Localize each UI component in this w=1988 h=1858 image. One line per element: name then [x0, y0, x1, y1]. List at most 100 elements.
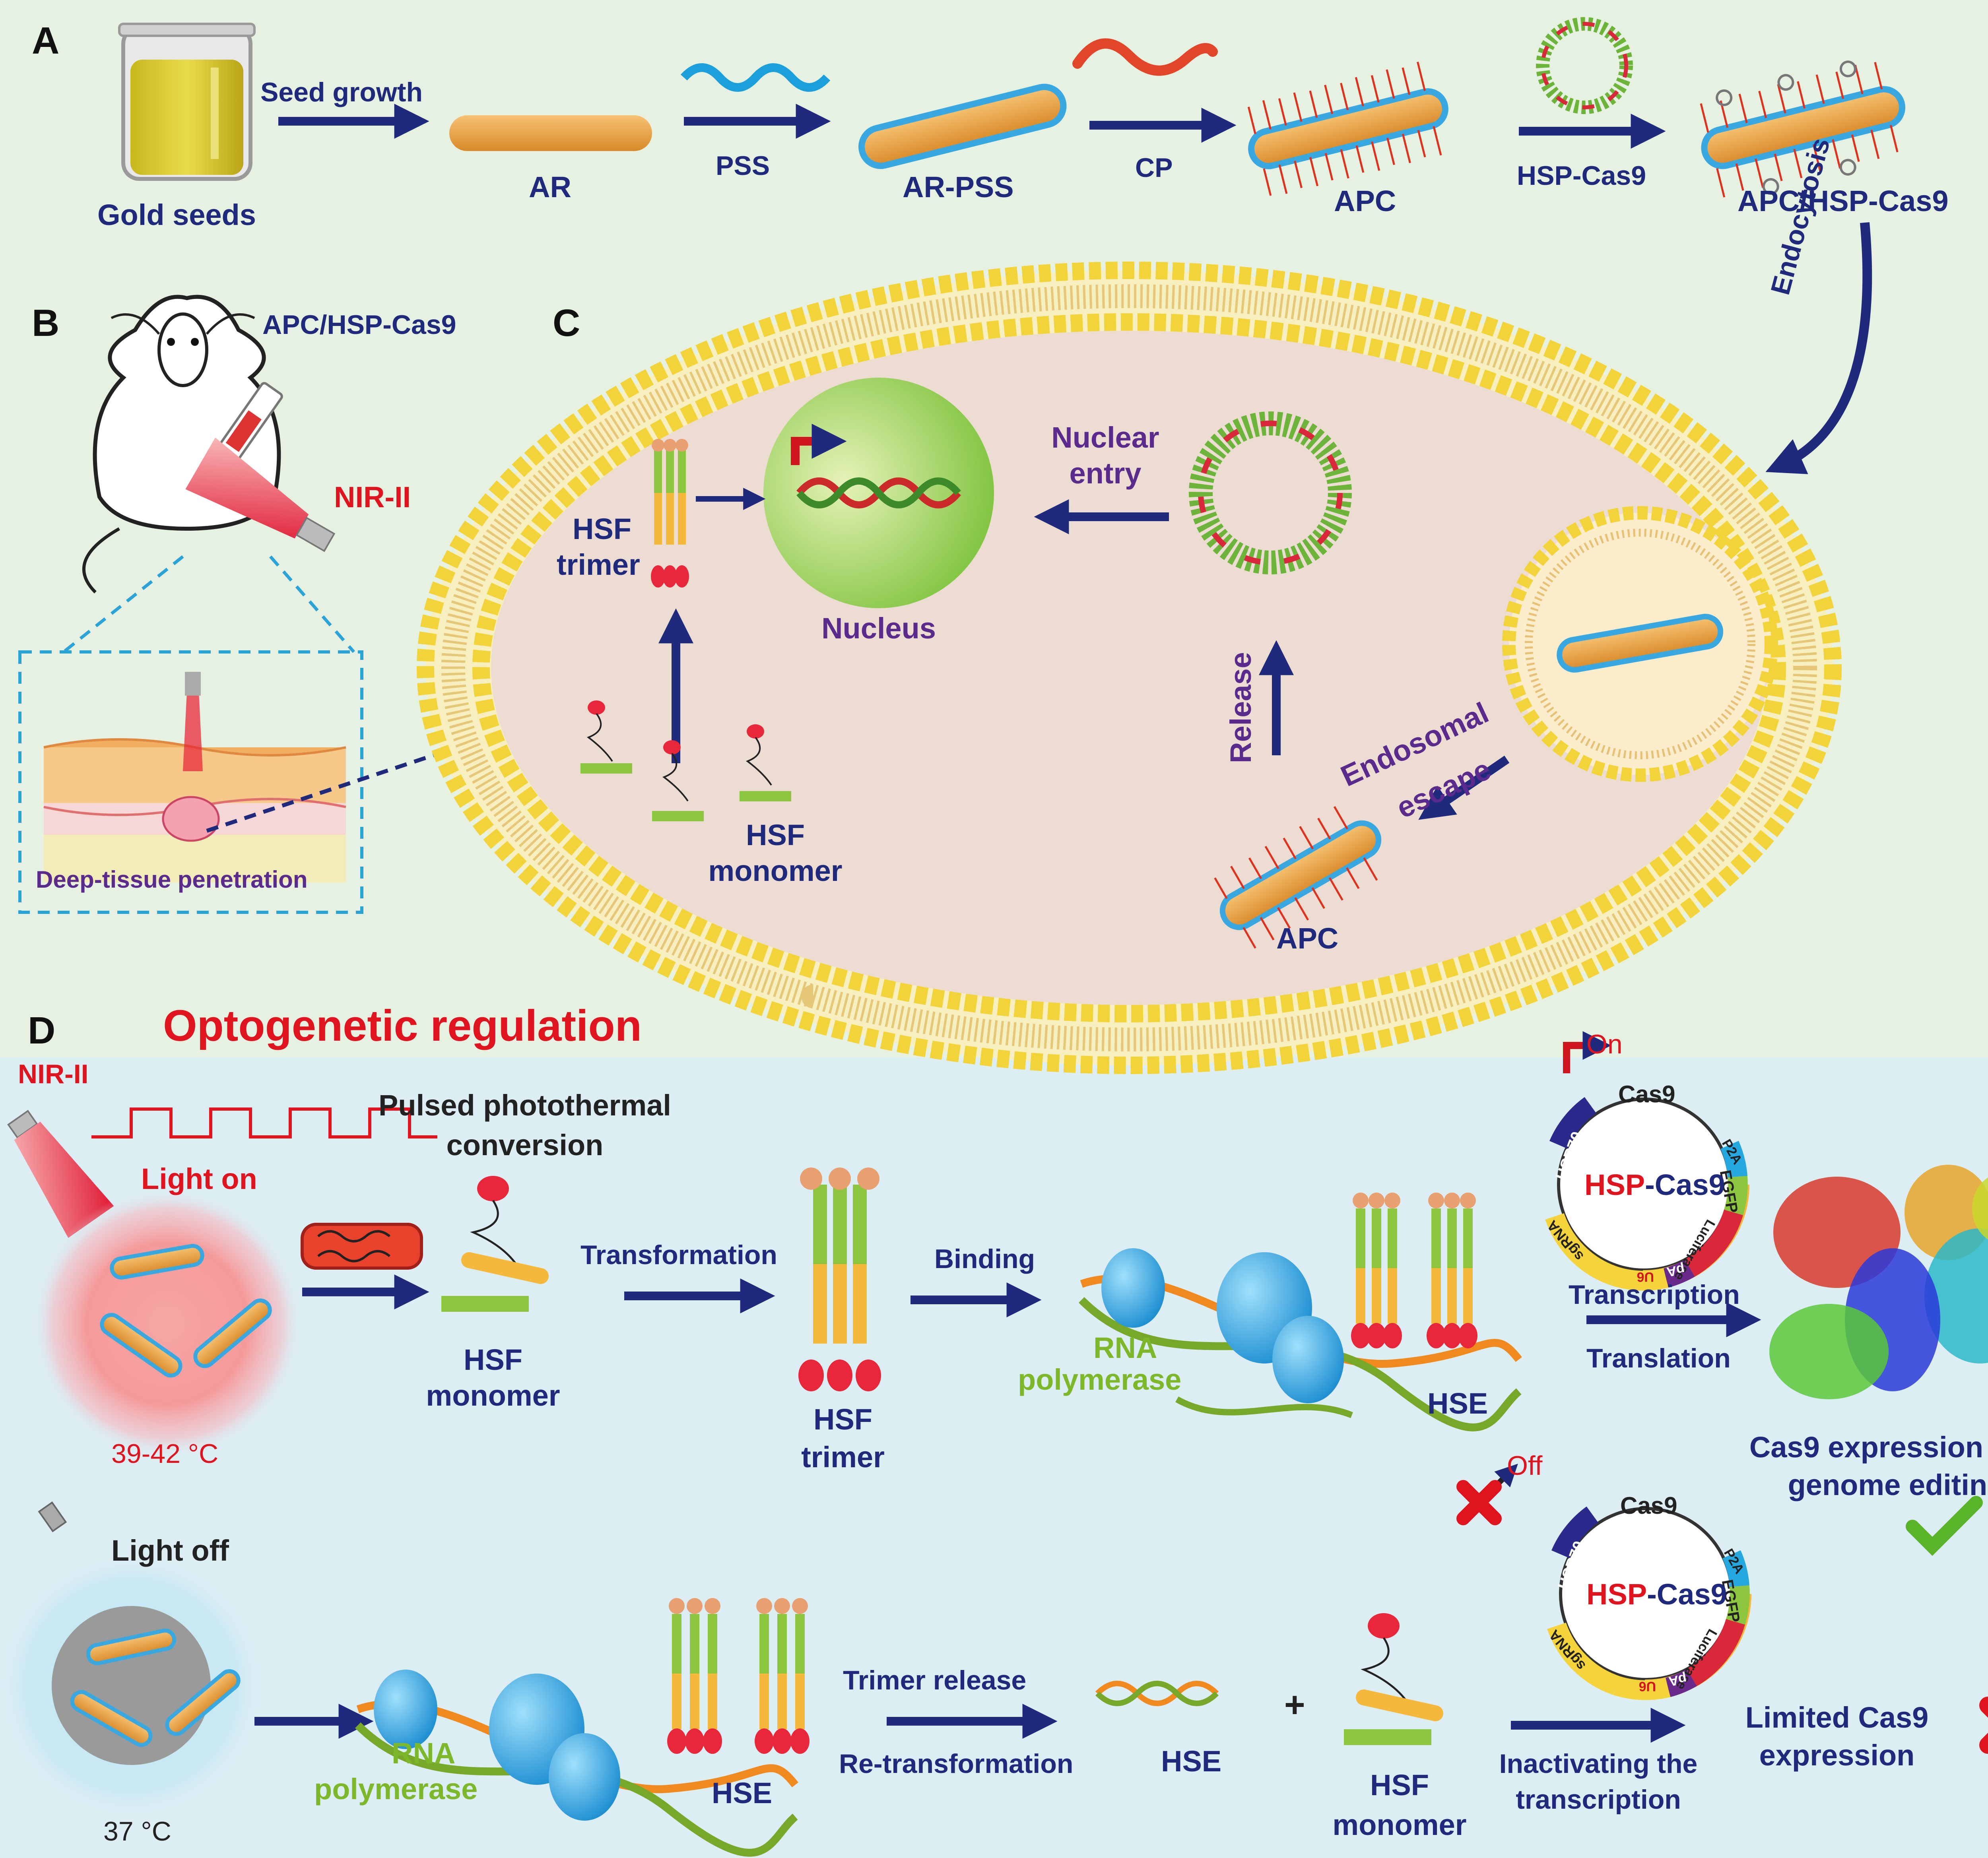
- nucleus: [763, 378, 994, 608]
- light-off-nanorods: [70, 1628, 241, 1747]
- nir-ii-label: NIR-II: [334, 481, 411, 514]
- hsf-monomer-on-label-1: HSF: [464, 1343, 522, 1376]
- hsf-trimer-on-label-2: trimer: [801, 1441, 885, 1474]
- hsf-monomers-cell: [580, 700, 791, 821]
- apc-hsp-cas9-rod: [1700, 60, 1906, 198]
- apc-rod: [1247, 62, 1448, 196]
- hsp-cas9-plasmid-cytoplasm: [1189, 411, 1352, 574]
- plasmid-on-cas9-segment: Cas9: [1618, 1081, 1675, 1107]
- hse-free-label: HSE: [1161, 1745, 1222, 1778]
- hsp-cas9-label: HSP-Cas9: [1517, 161, 1646, 191]
- escaped-apc-rod: [1214, 806, 1382, 949]
- temp-off-label: 37 °C: [103, 1816, 171, 1846]
- translation-label: Translation: [1586, 1343, 1731, 1373]
- gold-nanorod: [449, 115, 652, 151]
- hsf-monomer-label-2: monomer: [708, 854, 843, 887]
- injection-label: APC/HSP-Cas9: [262, 310, 456, 340]
- re-transformation-label: Re-transformation: [839, 1749, 1074, 1779]
- trimer-release-label: Trimer release: [843, 1665, 1027, 1695]
- ar-pss-rod: [858, 83, 1067, 169]
- apc-cell-label: APC: [1276, 922, 1339, 955]
- plasmid-off-name: HSP-Cas9: [1586, 1578, 1727, 1611]
- plus-sign: +: [1284, 1685, 1305, 1725]
- cas9-expression-label-2: genome editing: [1788, 1468, 1988, 1501]
- panel-label-d: D: [28, 1009, 56, 1052]
- hsf-trimer-label-1: HSF: [573, 512, 631, 545]
- pss-label: PSS: [716, 151, 770, 181]
- cas9-protein-structure: [1769, 1165, 1988, 1399]
- transcription-label: Transcription: [1569, 1280, 1740, 1310]
- endosomal-escape-arrow: [1418, 755, 1510, 820]
- plasmid-off-u6-segment: U6: [1639, 1679, 1656, 1694]
- seed-growth-label: Seed growth: [260, 77, 423, 107]
- release-label: Release: [1224, 652, 1257, 763]
- dna-complex-on: [1078, 1193, 1522, 1431]
- pulsed-label-1: Pulsed photothermal: [379, 1089, 671, 1122]
- rna-off-label-2: polymerase: [314, 1773, 478, 1806]
- panel-label-b: B: [32, 302, 60, 344]
- apc-hsp-cas9-label: APC/HSP-Cas9: [1738, 184, 1949, 217]
- hsf-monomer-off: [1344, 1613, 1443, 1745]
- hsf-monomer-on: [441, 1176, 549, 1312]
- dna-complex-off: [355, 1598, 810, 1857]
- hsf-monomer-off-label-2: monomer: [1332, 1808, 1467, 1841]
- optogenetic-title: Optogenetic regulation: [163, 1001, 642, 1050]
- hsf-monomer-off-label-1: HSF: [1370, 1769, 1429, 1802]
- limited-cas9-label-2: expression: [1759, 1739, 1915, 1772]
- light-on-label: Light on: [141, 1162, 257, 1195]
- check-icon: [1906, 1496, 1983, 1556]
- nir-laser-probe: [185, 437, 336, 552]
- inactivating-label-1: Inactivating the: [1499, 1749, 1698, 1779]
- off-label: Off: [1507, 1451, 1543, 1481]
- nuclear-entry-label-1: Nuclear: [1051, 421, 1159, 454]
- cas9-expression-label-1: Cas9 expression and: [1749, 1431, 1988, 1464]
- endocytosis-arrow: [1765, 222, 1872, 474]
- hsf-trimer-cell: [651, 439, 689, 588]
- light-off-label: Light off: [111, 1534, 229, 1567]
- inset-pointer-line: [206, 749, 446, 833]
- rna-on-label-2: polymerase: [1018, 1363, 1182, 1396]
- deep-tissue-label: Deep-tissue penetration: [36, 866, 308, 893]
- cp-label: CP: [1135, 153, 1173, 183]
- inactivating-label-2: transcription: [1516, 1784, 1681, 1815]
- hse-off-label: HSE: [712, 1777, 773, 1810]
- hsf-monomer-label-1: HSF: [746, 818, 805, 851]
- ar-pss-label: AR-PSS: [903, 171, 1014, 204]
- plasmid-on-pa-segment: pA: [1665, 1261, 1686, 1280]
- gold-seeds-label: Gold seeds: [97, 198, 256, 231]
- rna-off-label-1: RNA: [392, 1737, 456, 1770]
- pss-polymer: [680, 63, 831, 92]
- ar-label: AR: [529, 171, 571, 204]
- binding-label: Binding: [934, 1244, 1035, 1274]
- heat-icon: [301, 1223, 423, 1270]
- nuclear-entry-label-2: entry: [1069, 457, 1142, 490]
- panel-label-a: A: [32, 19, 60, 62]
- cp-polymer: [1072, 38, 1218, 76]
- plasmid-on-name: HSP-Cas9: [1584, 1168, 1725, 1201]
- laser-off-icon: [38, 1501, 67, 1532]
- nucleus-label: Nucleus: [821, 612, 936, 645]
- hsp-cas9-plasmid-on: [1539, 1031, 1749, 1291]
- plasmid-off-pa-segment: pA: [1667, 1671, 1688, 1689]
- nir-ii-d-label: NIR-II: [18, 1059, 89, 1089]
- pulse-waveform: [91, 1107, 437, 1138]
- hsp-cas9-plasmid-ring: [1536, 17, 1633, 114]
- light-on-nanorods: [100, 1244, 272, 1378]
- hsf-trimer-label-2: trimer: [557, 548, 640, 581]
- light-on-glow: [32, 1189, 302, 1459]
- laser-on-icon: [7, 1109, 114, 1238]
- tissue-inset-box: [18, 650, 363, 914]
- hse-dna-free: [1095, 1681, 1219, 1706]
- pulsed-label-2: conversion: [446, 1129, 604, 1162]
- panel-label-c: C: [553, 302, 580, 344]
- endosome: [1502, 506, 1778, 782]
- hsf-monomer-on-label-2: monomer: [426, 1379, 560, 1412]
- hse-on-label: HSE: [1427, 1387, 1488, 1420]
- transformation-label: Transformation: [580, 1240, 777, 1270]
- limited-cas9-label-1: Limited Cas9: [1745, 1701, 1929, 1734]
- apc-label: APC: [1334, 184, 1396, 217]
- on-label: On: [1586, 1029, 1623, 1059]
- plasmid-off-cas9-segment: Cas9: [1620, 1492, 1677, 1519]
- tissue-cross-section: [43, 672, 346, 882]
